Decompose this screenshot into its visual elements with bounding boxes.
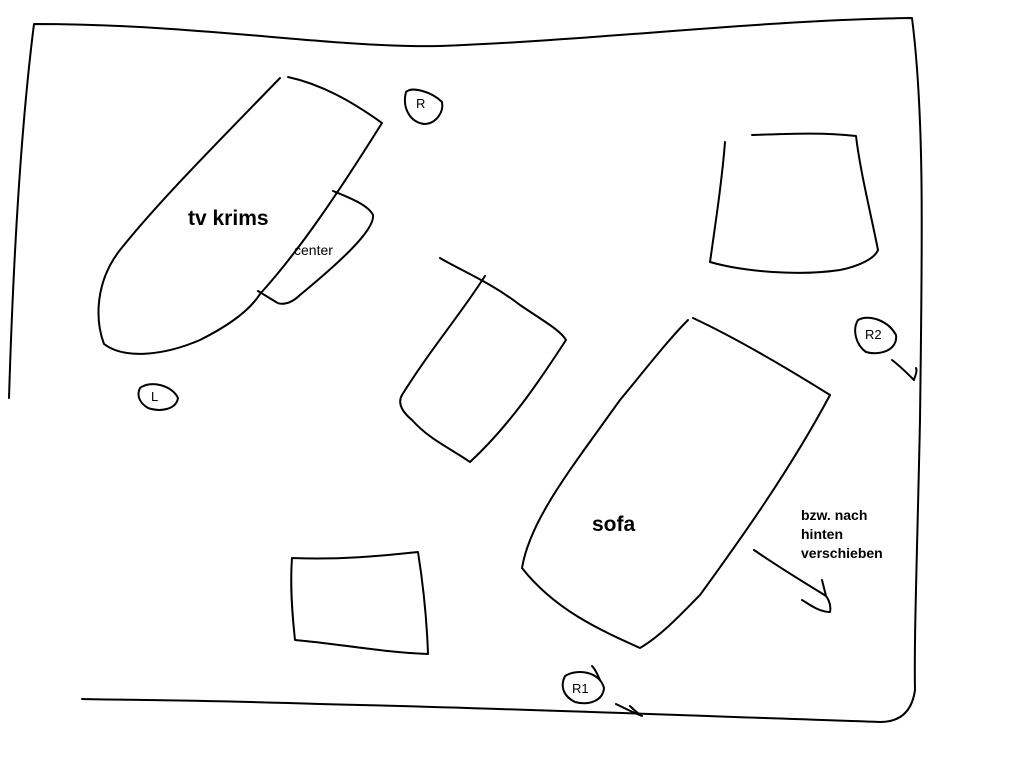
- speaker-r2-arrow: [891, 359, 918, 381]
- speaker-l-marker: L: [151, 389, 159, 404]
- speaker-r-circle: [404, 88, 444, 125]
- speaker-r-marker: R: [416, 96, 426, 111]
- speaker-r2-marker: R2: [865, 327, 882, 342]
- sofa-note-line-2: hinten: [801, 526, 843, 542]
- sofa-move-arrow: [753, 549, 832, 613]
- center-speaker-shape: [257, 190, 375, 305]
- speaker-r2-circle: [854, 316, 898, 355]
- speaker-r1-tick: [591, 665, 601, 681]
- speaker-r1-marker: R1: [572, 681, 589, 696]
- speaker-l-circle: [137, 383, 179, 411]
- sofa-note-line-1: bzw. nach: [801, 507, 868, 523]
- top-right-furniture: [709, 132, 879, 274]
- sofa-note: bzw. nach hinten verschieben: [801, 506, 911, 563]
- speaker-r1-circle: [561, 671, 605, 705]
- center-label: center: [294, 242, 333, 258]
- tv-label: tv krims: [188, 207, 269, 230]
- room-outline: [8, 17, 923, 723]
- bottom-left-box: [290, 551, 429, 655]
- tv-shape: [97, 76, 383, 355]
- sofa-label: sofa: [592, 513, 636, 536]
- speaker-r1-arrow: [615, 703, 643, 717]
- sofa-shape: [521, 317, 831, 649]
- middle-table: [399, 257, 567, 463]
- sofa-note-line-3: verschieben: [801, 545, 883, 561]
